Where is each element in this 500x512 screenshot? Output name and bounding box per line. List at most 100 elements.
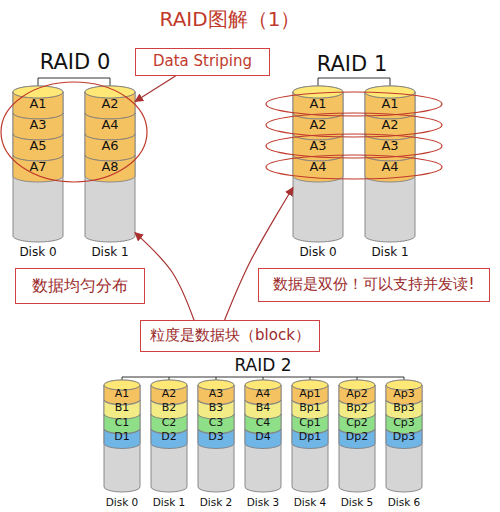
block-band [365, 155, 415, 182]
block-band [13, 113, 63, 140]
data-block: Bp2 [339, 395, 375, 420]
callout-box: Data Striping [135, 48, 270, 76]
cylinder-body [104, 385, 140, 492]
group-heading: RAID 2 [203, 355, 323, 375]
disk-label: Disk 1 [137, 496, 201, 508]
callout-box: 数据是双份！可以支持并发读! [258, 268, 490, 302]
block-label: Bp1 [292, 402, 328, 415]
group-heading: RAID 0 [15, 50, 135, 74]
disk-cylinder: Disk 5Ap2Bp2Cp2Dp2 [339, 380, 375, 492]
mirror-ellipse [266, 134, 442, 158]
data-block: A4 [245, 380, 281, 405]
disk-cylinder: Disk 1A1A2A3A4 [365, 86, 415, 242]
mirror-ellipse [266, 92, 442, 116]
block-label: A1 [293, 97, 343, 112]
disk-label: Disk 1 [78, 246, 142, 260]
cylinder-body [85, 92, 135, 242]
block-band [293, 113, 343, 140]
disk-label: Disk 2 [184, 496, 248, 508]
data-block: A6 [85, 128, 135, 161]
block-band [13, 155, 63, 182]
disk-cylinder: Disk 3A4B4C4D4 [245, 380, 281, 492]
data-block: A4 [293, 149, 343, 182]
data-block: C3 [198, 409, 234, 434]
data-block: A3 [13, 107, 63, 140]
block-label: C4 [245, 417, 281, 430]
data-block: A8 [85, 149, 135, 182]
group-heading: RAID 1 [292, 52, 412, 76]
block-band [339, 429, 375, 449]
data-block: A1 [365, 86, 415, 119]
disk-cylinder: Disk 0A1B1C1D1 [104, 380, 140, 492]
callout-text: 粒度是数据块（block） [150, 327, 310, 344]
data-block: D2 [151, 424, 187, 449]
data-block: C1 [104, 409, 140, 434]
callout-text: 数据均匀分布 [32, 277, 128, 295]
disk-label: Disk 0 [286, 246, 350, 260]
block-label: Cp2 [339, 417, 375, 430]
cylinder-body [293, 92, 343, 242]
mirror-ellipse [266, 155, 442, 179]
callout-box: 数据均匀分布 [15, 268, 145, 304]
disk-label: Disk 0 [90, 496, 154, 508]
data-block: B4 [245, 395, 281, 420]
data-block: A1 [104, 380, 140, 405]
data-block: Bp1 [292, 395, 328, 420]
block-band [198, 429, 234, 449]
data-block: A4 [365, 149, 415, 182]
block-band [85, 155, 135, 182]
block-band [293, 155, 343, 182]
block-label: A4 [365, 160, 415, 175]
block-label: C3 [198, 417, 234, 430]
block-label: Bp2 [339, 402, 375, 415]
cylinder-top [85, 86, 135, 98]
data-block: A2 [151, 380, 187, 405]
cylinder-top [13, 86, 63, 98]
block-label: A4 [245, 388, 281, 401]
block-label: A5 [13, 139, 63, 154]
arrow-connector [135, 76, 176, 102]
block-label: D1 [104, 431, 140, 444]
data-block: B2 [151, 395, 187, 420]
data-block: A1 [13, 86, 63, 119]
block-band [151, 429, 187, 449]
disk-cylinder: Disk 0A1A2A3A4 [293, 86, 343, 242]
block-label: D4 [245, 431, 281, 444]
disk-label: Disk 5 [325, 496, 389, 508]
block-band [386, 429, 422, 449]
block-label: A2 [365, 118, 415, 133]
block-label: A3 [198, 388, 234, 401]
block-label: A3 [293, 139, 343, 154]
data-block: B3 [198, 395, 234, 420]
block-top [293, 86, 343, 98]
data-block: Bp3 [386, 395, 422, 420]
cylinder-body [292, 385, 328, 492]
block-label: Cp1 [292, 417, 328, 430]
block-band [245, 429, 281, 449]
data-block: A1 [293, 86, 343, 119]
diagram-title: RAID图解（1） [110, 6, 350, 33]
cylinder-body [13, 92, 63, 242]
block-label: A3 [365, 139, 415, 154]
block-label: D2 [151, 431, 187, 444]
block-label: B4 [245, 402, 281, 415]
disk-cylinder: Disk 1A2B2C2D2 [151, 380, 187, 492]
data-block: C4 [245, 409, 281, 434]
block-label: A2 [293, 118, 343, 133]
data-block: A2 [293, 107, 343, 140]
disk-cylinder: Disk 6Ap3Bp3Cp3Dp3 [386, 380, 422, 492]
block-top [85, 86, 135, 98]
data-block: A7 [13, 149, 63, 182]
block-label: Bp3 [386, 402, 422, 415]
data-block: Dp3 [386, 424, 422, 449]
data-block: C2 [151, 409, 187, 434]
block-label: A1 [13, 97, 63, 112]
block-band [13, 134, 63, 161]
block-band [292, 429, 328, 449]
data-block: Cp1 [292, 409, 328, 434]
data-block: Ap3 [386, 380, 422, 405]
data-block: A2 [365, 107, 415, 140]
block-label: A2 [85, 97, 135, 112]
